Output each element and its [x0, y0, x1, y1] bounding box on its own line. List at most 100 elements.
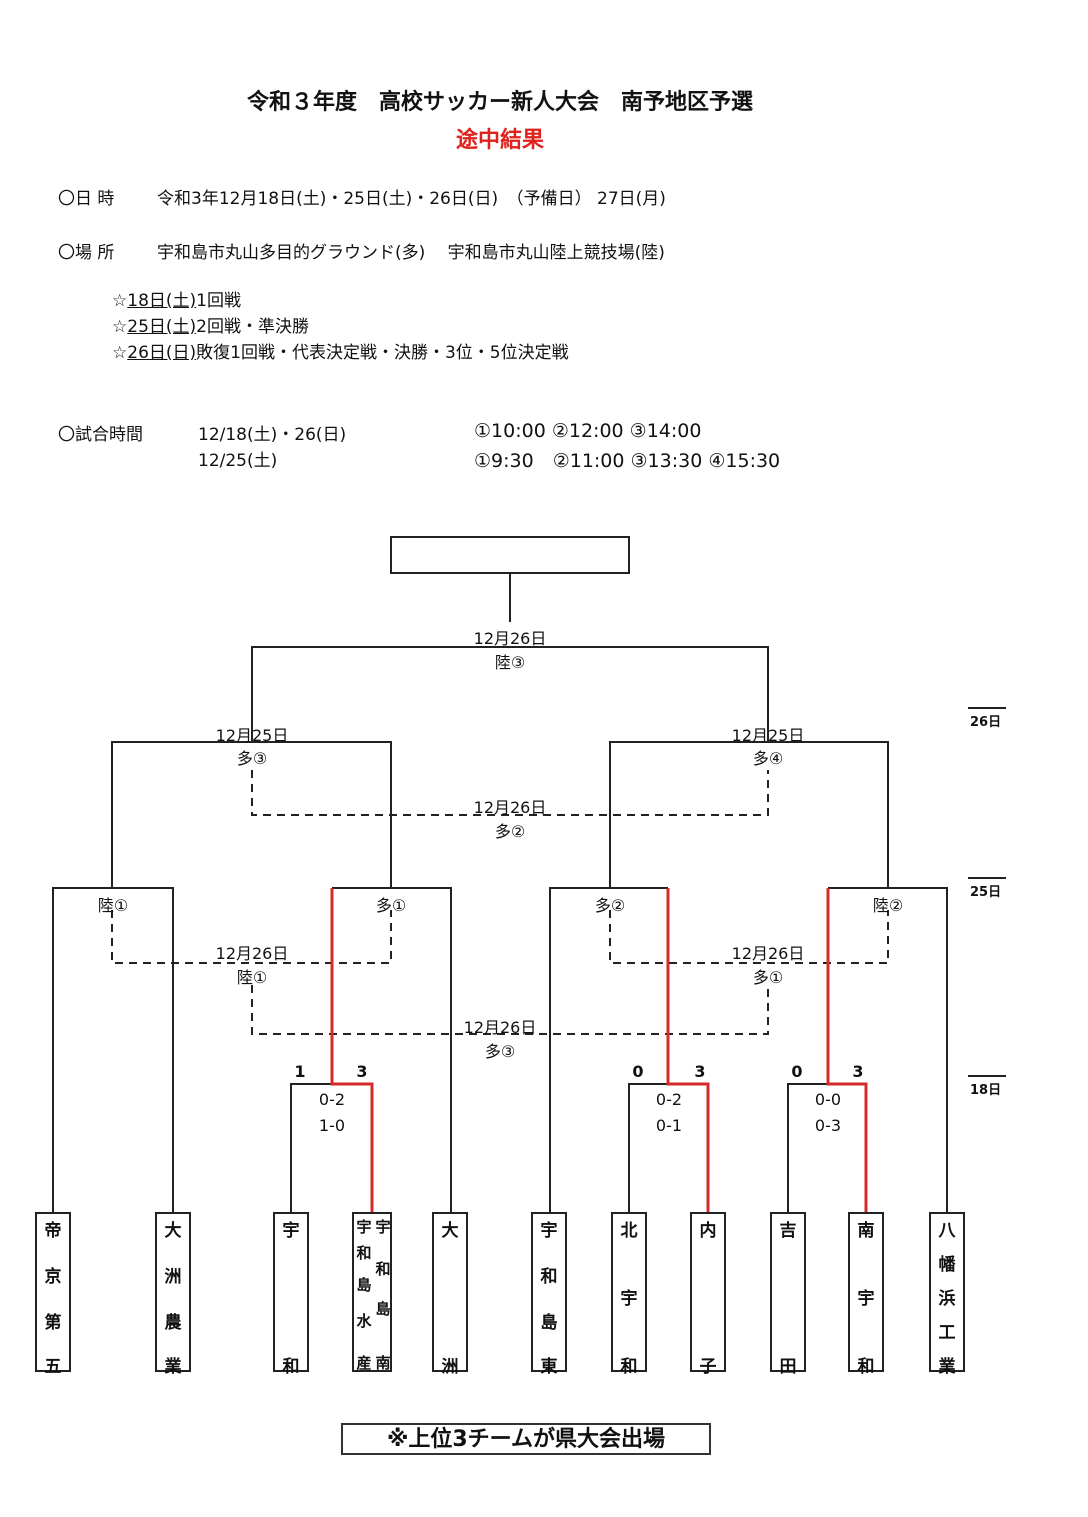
- team-name-char: 農: [164, 1313, 182, 1333]
- match3-score-right: 3: [852, 1062, 864, 1081]
- team-name-char: 宇: [540, 1221, 558, 1241]
- schedule-day: 26日(日): [127, 343, 197, 363]
- schedule-desc: 2回戦・準決勝: [196, 317, 309, 337]
- final-date: 12月26日: [473, 629, 547, 648]
- team-name-char: 宇: [375, 1218, 391, 1236]
- semi-left-date: 12月25日: [215, 726, 289, 745]
- team-name-char: 和: [356, 1244, 372, 1262]
- team-name-char: 宇: [620, 1289, 638, 1309]
- match2-score-left: 0: [632, 1062, 644, 1081]
- team-name-char: 和: [540, 1267, 558, 1287]
- consol-left-date: 12月26日: [215, 944, 289, 963]
- team-name-char: 内: [699, 1221, 717, 1241]
- star-icon: ☆: [112, 343, 128, 363]
- team-box: 南 宇 和: [848, 1212, 884, 1377]
- match1-score-left: 1: [294, 1062, 306, 1081]
- semi-left-venue: 多③: [236, 749, 268, 768]
- time-label: 〇試合時間: [58, 425, 143, 445]
- team-name-char: 洲: [164, 1267, 182, 1287]
- team-name-char: 島: [540, 1313, 558, 1333]
- consol-top-venue: 多②: [494, 822, 526, 841]
- page-subtitle: 途中結果: [455, 128, 544, 153]
- team-name-char: 和: [282, 1357, 300, 1377]
- star-icon: ☆: [112, 317, 128, 337]
- team-box: 宇 和 島 東: [531, 1212, 567, 1377]
- match2-half1: 0-2: [655, 1090, 683, 1109]
- team-name-char: 宇: [282, 1221, 300, 1241]
- time-dates: 12/18(土)・26(日): [198, 425, 347, 445]
- team-name-char: 南: [857, 1221, 875, 1241]
- place-value: 宇和島市丸山多目的グラウンド(多) 宇和島市丸山陸上競技場(陸): [157, 243, 665, 263]
- team-box-double: 宇 和 島 水 産 宇 和 島 南: [352, 1212, 392, 1372]
- consol-left-venue: 陸①: [236, 968, 268, 987]
- team-name-char: 幡: [938, 1255, 956, 1275]
- champion-box: [390, 536, 630, 574]
- semi-right-date: 12月25日: [731, 726, 805, 745]
- team-name-char: 水: [356, 1312, 372, 1330]
- final-venue: 陸③: [494, 653, 526, 672]
- team-name-char: 大: [164, 1221, 182, 1241]
- team-name-char: 浜: [938, 1289, 956, 1309]
- schedule-desc: 1回戦: [196, 291, 241, 311]
- schedule-day: 25日(土): [127, 317, 197, 337]
- match3-half2: 0-3: [814, 1116, 842, 1135]
- r2-left-b-venue: 多①: [375, 896, 407, 915]
- match1-half2: 1-0: [318, 1116, 346, 1135]
- team-name-char: 子: [699, 1357, 717, 1377]
- consol-mid-venue: 多③: [484, 1042, 516, 1061]
- match1-half1: 0-2: [318, 1090, 346, 1109]
- match2-half2: 0-1: [655, 1116, 683, 1135]
- team-box: 宇 和: [273, 1212, 309, 1377]
- team-name-char: 吉: [779, 1221, 797, 1241]
- schedule-row: ☆18日(土)1回戦: [112, 286, 241, 311]
- team-name-char: 業: [164, 1357, 182, 1377]
- team-name-char: 業: [938, 1357, 956, 1377]
- match3-score-left: 0: [791, 1062, 803, 1081]
- time-dates: 12/25(土): [198, 451, 278, 471]
- team-name-char: 産: [356, 1354, 372, 1372]
- time-slots: ①9:30 ②11:00 ③13:30 ④15:30: [474, 450, 781, 472]
- team-name-char: 第: [44, 1313, 62, 1333]
- time-slots: ①10:00 ②12:00 ③14:00: [474, 420, 702, 442]
- team-box: 北 宇 和: [611, 1212, 647, 1377]
- consol-mid-date: 12月26日: [463, 1018, 537, 1037]
- team-box: 帝 京 第 五: [35, 1212, 71, 1377]
- date-label: 〇日 時: [58, 189, 115, 209]
- team-name-char: 和: [620, 1357, 638, 1377]
- match2-score-right: 3: [694, 1062, 706, 1081]
- team-name-char: 八: [938, 1221, 956, 1241]
- date-value: 令和3年12月18日(土)・25日(土)・26日(日) （予備日） 27日(月): [157, 189, 666, 209]
- team-name-char: 五: [44, 1357, 62, 1377]
- day-mark-26: 26日: [970, 715, 1002, 730]
- team-name-char: 南: [375, 1354, 391, 1372]
- team-name-char: 北: [620, 1221, 638, 1241]
- day-mark-18: 18日: [970, 1083, 1002, 1098]
- team-name-char: 宇: [356, 1218, 372, 1236]
- r2-right-b-venue: 陸②: [872, 896, 904, 915]
- team-name-char: 和: [375, 1260, 391, 1278]
- team-name-char: 京: [44, 1267, 62, 1287]
- team-name-char: 帝: [44, 1221, 62, 1241]
- schedule-day: 18日(土): [127, 291, 197, 311]
- consol-right-date: 12月26日: [731, 944, 805, 963]
- day-mark-25: 25日: [970, 885, 1002, 900]
- match3-half1: 0-0: [814, 1090, 842, 1109]
- team-name-char: 東: [540, 1357, 558, 1377]
- star-icon: ☆: [112, 291, 128, 311]
- semi-right-venue: 多④: [752, 749, 784, 768]
- team-name-char: 島: [375, 1300, 391, 1318]
- team-name-char: 宇: [857, 1289, 875, 1309]
- consol-right-venue: 多①: [752, 968, 784, 987]
- team-name-char: 工: [938, 1323, 956, 1343]
- r2-left-a-venue: 陸①: [97, 896, 129, 915]
- team-box: 大 洲 農 業: [155, 1212, 191, 1377]
- consol-top-date: 12月26日: [473, 798, 547, 817]
- team-box: 内 子: [690, 1212, 726, 1377]
- team-box: 八 幡 浜 工 業: [929, 1212, 965, 1377]
- team-name-char: 大: [441, 1221, 459, 1241]
- page-title: 令和３年度 高校サッカー新人大会 南予地区予選: [246, 90, 753, 115]
- team-box: 大 洲: [432, 1212, 468, 1377]
- schedule-row: ☆25日(土)2回戦・準決勝: [112, 312, 309, 337]
- footer-note: ※上位3チームが県大会出場: [341, 1423, 711, 1455]
- match1-score-right: 3: [356, 1062, 368, 1081]
